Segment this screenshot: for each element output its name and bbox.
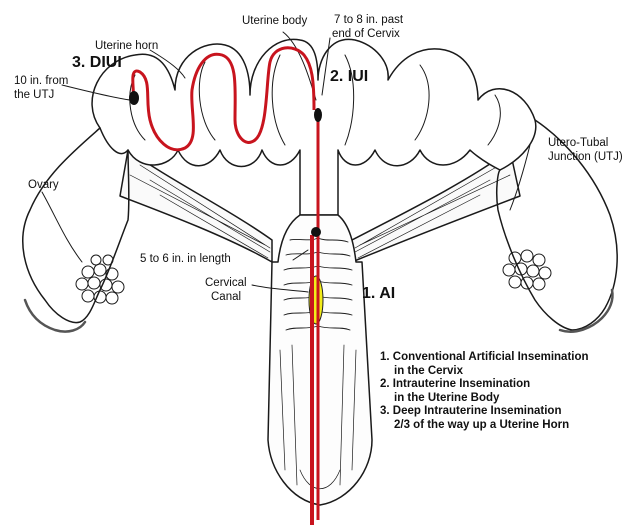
legend-item-1-line1: 1. Conventional Artificial Insemination	[380, 351, 589, 365]
utj-distance-label-line1: 10 in. from	[14, 75, 68, 88]
legend-item-2-line2: in the Uterine Body	[380, 392, 589, 406]
right-ovary	[503, 250, 551, 290]
past-cervix-label-line2: end of Cervix	[332, 28, 400, 41]
uterine-body-label: Uterine body	[242, 15, 307, 28]
cervical-canal-label-line2: Canal	[211, 291, 241, 304]
utj-distance-label-line2: the UTJ	[14, 89, 54, 102]
iui-label: 2. IUI	[330, 68, 368, 86]
left-ovary	[76, 255, 124, 304]
utj-label-line2: Junction (UTJ)	[548, 151, 623, 164]
left-fimbria	[25, 300, 85, 332]
past-cervix-label-line1: 7 to 8 in. past	[334, 14, 403, 27]
left-oviduct	[23, 128, 129, 323]
diui-deposit	[129, 91, 139, 105]
ovary-label: Ovary	[28, 179, 59, 192]
utj-label-line1: Utero-Tubal	[548, 137, 608, 150]
uterine-horn-label: Uterine horn	[95, 40, 158, 53]
legend-item-2-line1: 2. Intrauterine Insemination	[380, 378, 589, 392]
length-label: 5 to 6 in. in length	[140, 253, 231, 266]
legend: 1. Conventional Artificial Insemination …	[380, 351, 589, 432]
legend-item-3-line2: 2/3 of the way up a Uterine Horn	[380, 419, 589, 433]
legend-item-3-line1: 3. Deep Intrauterine Insemination	[380, 405, 589, 419]
cervical-canal-label-line1: Cervical	[205, 277, 247, 290]
ai-label: 1. AI	[362, 285, 395, 303]
legend-item-1-line2: in the Cervix	[380, 365, 589, 379]
ai-deposit	[311, 227, 321, 237]
iui-deposit	[314, 108, 322, 122]
diui-label: 3. DIUI	[72, 54, 122, 72]
